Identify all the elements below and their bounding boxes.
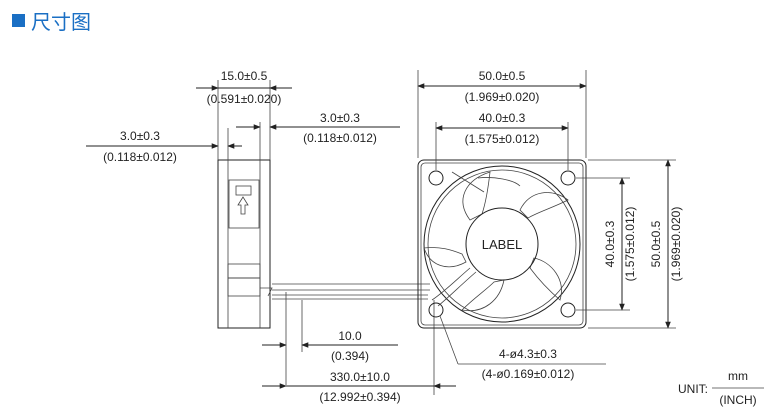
airflow-label-box	[228, 179, 260, 229]
lead-exit-notch	[260, 287, 273, 297]
fan-strut	[437, 271, 477, 307]
fan-venturi-inner	[427, 169, 577, 319]
width-mm-label: 50.0±0.5	[479, 69, 526, 83]
fan-frame-inner	[420, 162, 584, 326]
strip-in-label: (0.394)	[331, 349, 369, 363]
holes-mm-label: 4-ø4.3±0.3	[499, 347, 557, 361]
depth-in-label: (0.591±0.020)	[207, 92, 282, 106]
height-spacing-in-label: (1.575±0.012)	[623, 207, 637, 282]
lead-exit-block	[227, 263, 261, 279]
fan-frame	[417, 159, 587, 329]
front-view: LABEL 50.0±0.5 (1.969±0.020) 40.0±0.3 (1…	[417, 69, 683, 381]
mounting-hole	[560, 302, 576, 318]
square-bullet-icon	[12, 14, 25, 27]
mounting-hole	[428, 302, 444, 318]
depth-mm-label: 15.0±0.5	[221, 69, 268, 83]
fan-hub	[465, 207, 539, 281]
up-arrow-icon	[237, 196, 249, 215]
fan-blade	[461, 279, 505, 312]
lead-wires: 10.0 (0.394) 330.0±10.0 (12.992±0.394)	[262, 283, 456, 404]
flange-left-in-label: (0.118±0.012)	[103, 150, 177, 164]
flange-right-in-label: (0.118±0.012)	[303, 131, 377, 145]
hole-leader-line	[439, 315, 459, 365]
rotation-arrow-icon	[235, 185, 252, 196]
fan-blade-edge	[477, 177, 521, 187]
height-mm-label: 50.0±0.5	[649, 220, 663, 267]
holes-in-label: (4-ø0.169±0.012)	[482, 367, 575, 381]
fan-blade	[519, 192, 569, 219]
lead-exit-housing	[227, 277, 261, 297]
fan-venturi	[423, 165, 581, 323]
fan-blade	[423, 247, 467, 268]
unit-numerator: mm	[728, 369, 748, 383]
hub-label: LABEL	[482, 237, 522, 252]
unit-denominator: (INCH)	[719, 393, 756, 407]
hole-spacing-in-label: (1.575±0.012)	[465, 132, 540, 146]
fan-blade	[462, 171, 491, 221]
fan-blade	[529, 257, 562, 301]
fan-strut	[451, 171, 485, 193]
unit-legend: UNIT: mm (INCH)	[678, 369, 764, 407]
width-in-label: (1.969±0.020)	[465, 90, 540, 104]
flange-left-mm-label: 3.0±0.3	[120, 129, 160, 143]
strip-mm-label: 10.0	[338, 329, 362, 343]
unit-label: UNIT:	[678, 382, 708, 396]
hole-spacing-mm-label: 40.0±0.3	[479, 111, 526, 125]
fan-blades	[423, 171, 569, 312]
height-spacing-mm-label: 40.0±0.3	[603, 220, 617, 267]
lead-length-in-label: (12.992±0.394)	[319, 390, 400, 404]
lead-length-mm-label: 330.0±10.0	[330, 370, 390, 384]
mounting-hole	[560, 170, 576, 186]
side-view-body	[217, 159, 271, 329]
section-header: 尺寸图	[12, 6, 91, 35]
side-view: 15.0±0.5 (0.591±0.020) 3.0±0.3 (0.118±0.…	[86, 69, 400, 329]
mounting-hole	[428, 170, 444, 186]
section-title: 尺寸图	[31, 10, 91, 34]
height-in-label: (1.969±0.020)	[669, 207, 683, 282]
flange-right-mm-label: 3.0±0.3	[320, 111, 360, 125]
fan-strut	[431, 267, 471, 301]
